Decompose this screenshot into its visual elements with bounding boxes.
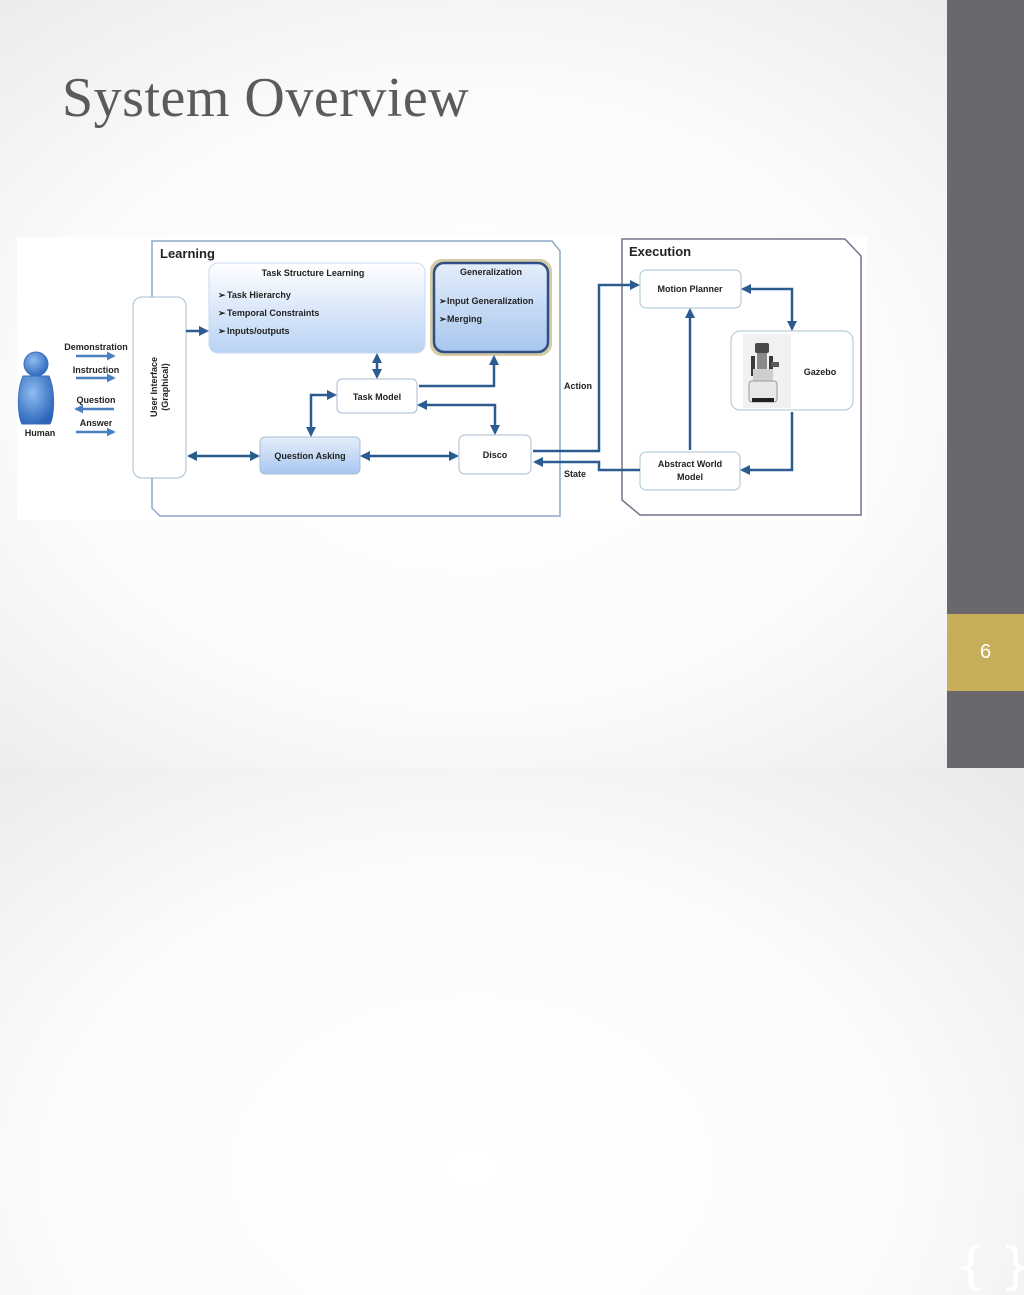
motion-planner-label: Motion Planner xyxy=(658,284,723,294)
person-icon xyxy=(17,351,55,425)
disco-box xyxy=(458,434,532,475)
question-label: Question xyxy=(76,395,115,405)
bullet-icon: ➢ xyxy=(439,314,447,324)
task-structure-learning-box xyxy=(208,262,426,354)
robot-icon xyxy=(743,334,791,408)
abstract-world-model-box xyxy=(639,451,741,491)
generalization-item: Merging xyxy=(447,314,482,324)
state-arrow xyxy=(533,457,640,472)
task-structure-item: Temporal Constraints xyxy=(227,308,319,318)
system-diagram: Learning Execution Task Structure Learni… xyxy=(17,237,867,522)
bullet-icon: ➢ xyxy=(218,290,226,300)
generalization-box xyxy=(432,261,550,354)
motionplanner-gazebo-arrow xyxy=(741,284,797,331)
answer-label: Answer xyxy=(80,418,113,428)
task-model-label: Task Model xyxy=(353,392,401,402)
page-number: 6 xyxy=(979,641,992,663)
abstract-world-model-label: Abstract World xyxy=(658,459,722,469)
generalization-item: Input Generalization xyxy=(447,296,534,306)
user-interface-sublabel: (Graphical) xyxy=(160,363,170,411)
bullet-icon: ➢ xyxy=(218,308,226,318)
state-label: State xyxy=(564,469,586,479)
gazebo-to-awm-arrow xyxy=(740,412,794,475)
bullet-icon: ➢ xyxy=(218,326,226,336)
page-number-badge: { 6 } xyxy=(947,614,1024,1291)
taskmodel-to-generalization-arrow xyxy=(419,355,499,388)
action-label: Action xyxy=(564,381,592,391)
question-asking-label: Question Asking xyxy=(274,451,345,461)
task-structure-item: Inputs/outputs xyxy=(227,326,290,336)
task-model-box xyxy=(336,378,418,414)
user-interface-box xyxy=(132,296,187,479)
taskmodel-questionasking-arrow xyxy=(306,390,337,437)
gazebo-label: Gazebo xyxy=(804,367,837,377)
slide-title: System Overview xyxy=(62,67,470,129)
task-structure-item: Task Hierarchy xyxy=(227,290,291,300)
right-brace-icon: } xyxy=(1000,1241,1024,1291)
generalization-title: Generalization xyxy=(460,267,522,277)
instruction-label: Instruction xyxy=(73,365,120,375)
human-label: Human xyxy=(25,428,56,438)
bullet-icon: ➢ xyxy=(439,296,447,306)
left-brace-icon: { xyxy=(955,1237,987,1295)
learning-title: Learning xyxy=(160,246,215,261)
taskmodel-disco-arrow xyxy=(417,400,500,435)
connector-arrows xyxy=(186,280,797,475)
user-interface-label: User Interface xyxy=(149,357,159,417)
execution-title: Execution xyxy=(629,244,691,259)
demonstration-label: Demonstration xyxy=(64,342,128,352)
disco-label: Disco xyxy=(483,450,508,460)
task-structure-title: Task Structure Learning xyxy=(262,268,365,278)
abstract-world-model-sublabel: Model xyxy=(677,472,703,482)
action-arrow xyxy=(533,280,640,453)
